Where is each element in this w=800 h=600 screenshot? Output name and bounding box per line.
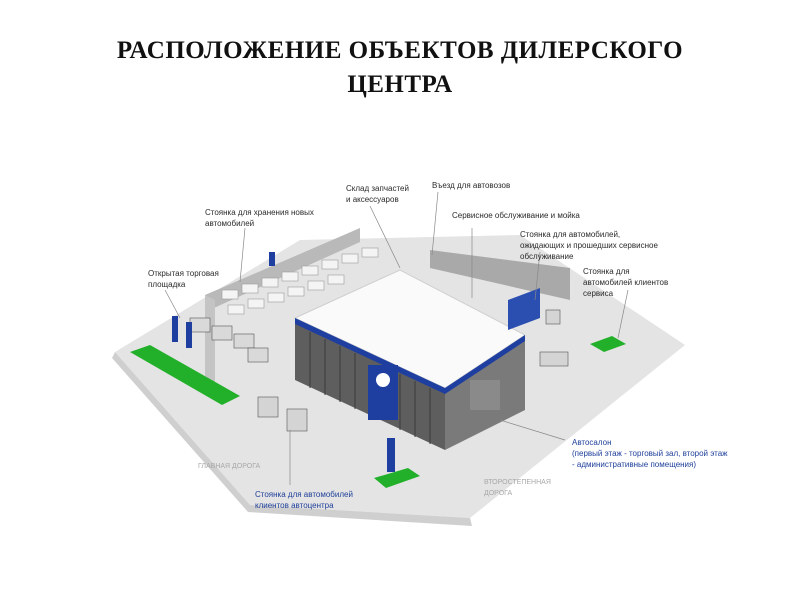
entrance-logo bbox=[376, 373, 390, 387]
grass-strip-main bbox=[130, 345, 240, 405]
label-secondary-road: ВТОРОСТЕПЕННАЯ ДОРОГА bbox=[484, 479, 551, 497]
title-line-2: ЦЕНТРА bbox=[347, 71, 453, 98]
roof-band bbox=[295, 318, 445, 394]
label-service-clients-parking: Стоянка для автомобилей клиентов сервиса bbox=[583, 267, 669, 298]
label-showroom: Автосалон (первый этаж - торговый зал, в… bbox=[572, 437, 732, 470]
facade-windows bbox=[309, 332, 431, 444]
open-trade-area-cars bbox=[189, 317, 269, 363]
label-main-road: ГЛАВНАЯ ДОРОГА bbox=[198, 463, 261, 470]
label-open-area: Открытая торговая площадка bbox=[148, 269, 219, 289]
label-warehouse: Склад запчастей и аксессуаров bbox=[346, 184, 409, 204]
title-line-1: РАСПОЛОЖЕНИЕ ОБЪЕКТОВ ДИЛЕРСКОГО bbox=[116, 37, 684, 64]
label-waiting-parking: Стоянка для автомобилей, ожидающих и про… bbox=[520, 230, 658, 261]
flags bbox=[172, 252, 395, 472]
roof-band-side bbox=[445, 335, 525, 394]
label-service: Сервисное обслуживание и мойка bbox=[452, 211, 580, 220]
new-cars-parking bbox=[221, 247, 379, 315]
ground-edge bbox=[112, 352, 472, 526]
back-wall-right bbox=[430, 250, 570, 300]
label-showroom-desc: (первый этаж - торговый зал, второй этаж… bbox=[572, 449, 728, 469]
leader-lines bbox=[164, 191, 629, 485]
grass-strip-right bbox=[590, 336, 626, 352]
billboard bbox=[508, 288, 540, 330]
grass-strip-bottom bbox=[374, 468, 420, 488]
street-cars bbox=[257, 309, 569, 432]
label-clients-parking: Стоянка для автомобилей клиентов автоцен… bbox=[255, 490, 353, 510]
label-entrance: Въезд для автовозов bbox=[432, 181, 511, 190]
slide-title: РАСПОЛОЖЕНИЕ ОБЪЕКТОВ ДИЛЕРСКОГО ЦЕНТРА bbox=[0, 34, 800, 102]
label-showroom-title: Автосалон bbox=[572, 438, 612, 447]
label-new-cars-parking: Стоянка для хранения новых автомобилей bbox=[205, 208, 314, 228]
service-gate bbox=[470, 380, 500, 410]
